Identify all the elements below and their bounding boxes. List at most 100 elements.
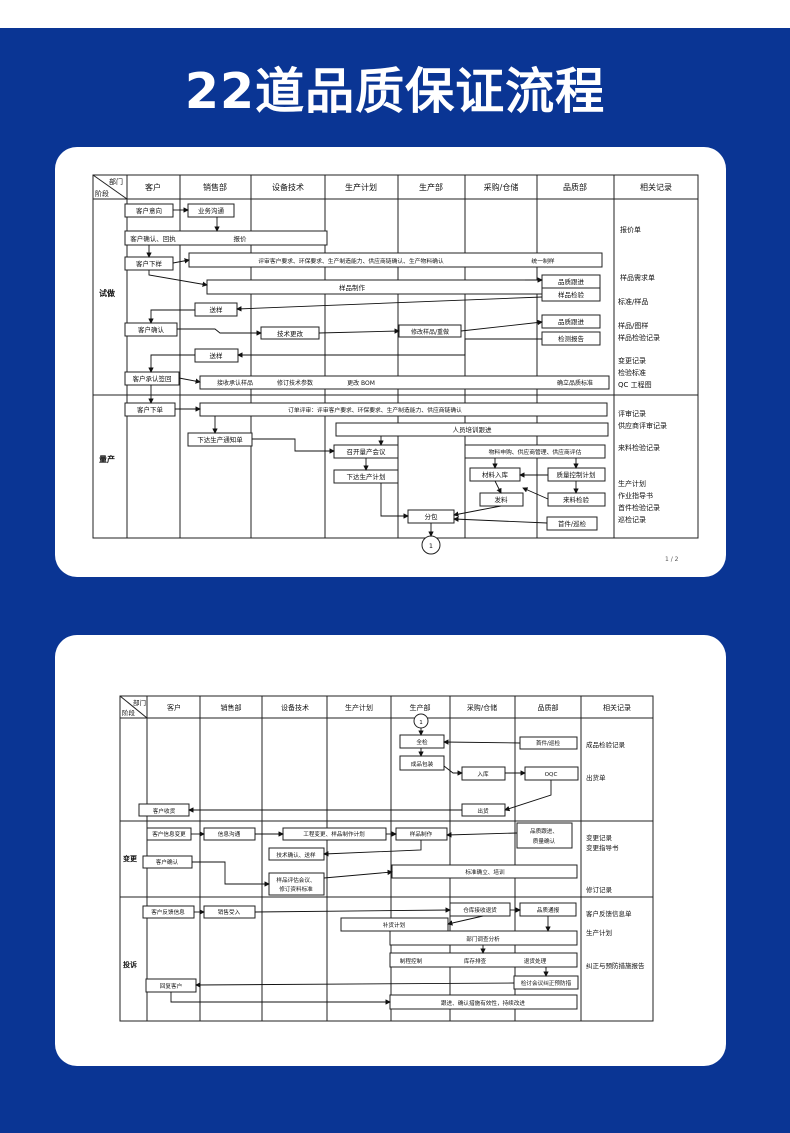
page-title: 22道品质保证流程	[184, 63, 606, 120]
record2-2: 变更记录	[586, 833, 613, 842]
node2-huifu-kehu: 回复客户	[160, 982, 182, 990]
stage-trial: 试做	[99, 288, 115, 298]
node-pinzhi-genjin-2: 品质跟进	[558, 317, 585, 326]
grid-frame-2	[119, 695, 654, 1022]
record-6: 检验标准	[618, 368, 646, 377]
flowchart-card-1: 部门 阶段 客户 销售部 设备技术 生产计划 生产部 采购/仓储 品质部 相关记…	[55, 147, 726, 577]
node-baojia: 报价	[234, 234, 248, 243]
node-zhiliang-jihua: 质量控制计划	[557, 470, 596, 479]
node-fenbao: 分包	[425, 512, 439, 521]
node-kehu-queren: 客户确认	[138, 325, 165, 334]
node2-quanjian: 全检	[416, 738, 428, 746]
node-songyang-1: 送样	[210, 305, 224, 314]
node-xiada-jihua: 下达生产计划	[347, 472, 386, 481]
node2-xiaoshou-shouru: 销售受入	[218, 908, 241, 916]
record-1: 样品需求单	[620, 273, 655, 282]
node-yewu-goutong: 业务沟通	[198, 206, 225, 215]
node2-chuhuo: 出货	[477, 807, 489, 815]
record-12: 作业指导书	[618, 491, 653, 500]
node-kehu-xiadan: 客户下样	[136, 259, 163, 268]
node2-biaozhun-queli: 标准确立、培训	[465, 868, 505, 876]
node2-yangpin-pinggu: 样品评估会议、	[276, 876, 315, 884]
node-jieshou-chengren: 接收承认样品	[217, 379, 253, 387]
node2-zhiliang-queren: 质量确认	[533, 837, 556, 845]
node2-kehu-queren: 客户确认	[156, 858, 179, 866]
node2-jiantao-huiyi: 检讨会议纠正预防措	[521, 979, 572, 987]
col2-header-customer: 客户	[167, 703, 181, 712]
node2-xinxi-goutong: 信息沟通	[218, 830, 241, 838]
node2-kucun-paicha: 库存排查	[464, 957, 487, 965]
node-xiada-shengchan: 下达生产通知单	[197, 435, 243, 444]
node2-chengpin-baozhuang: 成品包装	[411, 760, 434, 768]
node-xiugai-yangpin: 修改样品/重做	[411, 328, 449, 336]
node2-kehu-shouhuo: 客户收货	[153, 807, 176, 815]
flowchart-card-2: 部门 阶段 客户 销售部 设备技术 生产计划 生产部 采购/仓储 品质部 相关记…	[55, 635, 726, 1066]
node2-connector: 1	[419, 720, 423, 726]
record2-0: 成品检验记录	[586, 740, 626, 749]
node2-ruku: 入库	[477, 770, 489, 778]
col2-header-planning: 生产计划	[345, 703, 373, 712]
page-number: 1 / 2	[665, 556, 679, 563]
node-cailiao-ruku: 材料入库	[482, 470, 509, 479]
flowchart-2: 部门 阶段 客户 销售部 设备技术 生产计划 生产部 采购/仓储 品质部 相关记…	[119, 695, 654, 1022]
header-stage-2: 阶段	[122, 708, 136, 717]
node-connector: 1	[429, 542, 433, 550]
node-kehu-xiadan-2: 客户下单	[137, 405, 164, 414]
record-4: 样品检验记录	[618, 333, 660, 342]
col2-header-records: 相关记录	[603, 703, 631, 712]
grid-frame	[92, 174, 699, 539]
record-5: 变更记录	[618, 356, 646, 365]
header-stage: 阶段	[95, 189, 109, 198]
node-kehu-chengren: 客户承认签回	[133, 374, 172, 383]
node-wuliao: 物料申购、供应商管理、供应商评估	[489, 448, 582, 456]
record2-1: 出货单	[586, 773, 606, 782]
flowchart-1: 部门 阶段 客户 销售部 设备技术 生产计划 生产部 采购/仓储 品质部 相关记…	[92, 174, 699, 563]
record-2: 标准/样品	[618, 297, 648, 306]
node-yangpin-zhizuo: 样品制作	[339, 283, 366, 292]
col-header-customer: 客户	[145, 182, 161, 192]
record-8: 评审记录	[618, 409, 646, 418]
node2-bumen-diaocha: 部门调查分析	[466, 935, 500, 943]
stage-change: 变更	[123, 854, 138, 863]
col-header-sales: 销售部	[203, 182, 227, 192]
node-tongyi-zhiyang: 统一制样	[531, 257, 554, 265]
record2-3: 变更指导书	[586, 843, 619, 852]
node-xiuding-jishu: 修订技术参数	[277, 379, 313, 387]
node-pinzhi-genjin-1: 品质跟进	[558, 277, 585, 286]
node-kehu-yixiang: 客户意向	[136, 206, 162, 215]
col2-header-sales: 销售部	[221, 703, 242, 712]
node2-zhicheng-kongzhi: 制程控制	[400, 957, 423, 965]
node-queli-biaozhun: 确立品质标准	[557, 379, 593, 387]
node-faliao: 发料	[495, 495, 509, 504]
col-header-records: 相关记录	[640, 182, 672, 192]
col2-header-equipment: 设备技术	[281, 703, 309, 712]
record2-6: 生产计划	[586, 928, 612, 937]
col-header-quality: 品质部	[563, 182, 587, 192]
record2-5: 客户反馈信息单	[586, 909, 632, 918]
node-lailiao-jianyan: 来料检验	[563, 495, 590, 504]
node-pingshen: 评审客户要求、环保要求、生产制造能力、供应商链确认、生产物料确认	[258, 257, 444, 265]
col2-header-quality: 品质部	[538, 703, 559, 712]
record-7: QC 工程图	[618, 380, 652, 389]
record-13: 首件检验记录	[618, 503, 660, 512]
node2-jishu-queren: 技术确认、送样	[276, 851, 316, 859]
record-3: 样品/图样	[618, 321, 648, 330]
col-header-planning: 生产计划	[345, 182, 377, 192]
node2-cangku-tuihuo: 仓库接收退货	[463, 906, 497, 914]
record2-7: 纠正与预防措施报告	[586, 961, 645, 970]
record-0: 报价单	[620, 225, 641, 234]
header-dept: 部门	[109, 177, 123, 186]
node2-kehu-xinxi-biangeng: 客户信息变更	[152, 830, 186, 838]
header-dept-2: 部门	[133, 698, 146, 707]
col2-header-purchasing: 采购/仓储	[467, 703, 497, 712]
stage-complaint: 投诉	[123, 960, 137, 969]
node2-yangpin-zhizuo: 样品制作	[410, 830, 433, 838]
node-renyuan-peixun: 人员培训跟进	[453, 425, 493, 434]
node-dingdan-pingshen: 订单评审：评审客户要求、环保要求、生产制造能力、供应商链确认	[288, 406, 462, 414]
node-jishu-gengai: 技术更改	[277, 329, 304, 338]
node-zhaokai-huiyi: 召开量产会议	[347, 447, 387, 456]
record-9: 供应商评审记录	[618, 421, 667, 430]
stage-mass: 量产	[99, 454, 115, 464]
col-header-equipment: 设备技术	[272, 182, 304, 192]
node2-buhuo-jihua: 补货计划	[383, 921, 406, 929]
